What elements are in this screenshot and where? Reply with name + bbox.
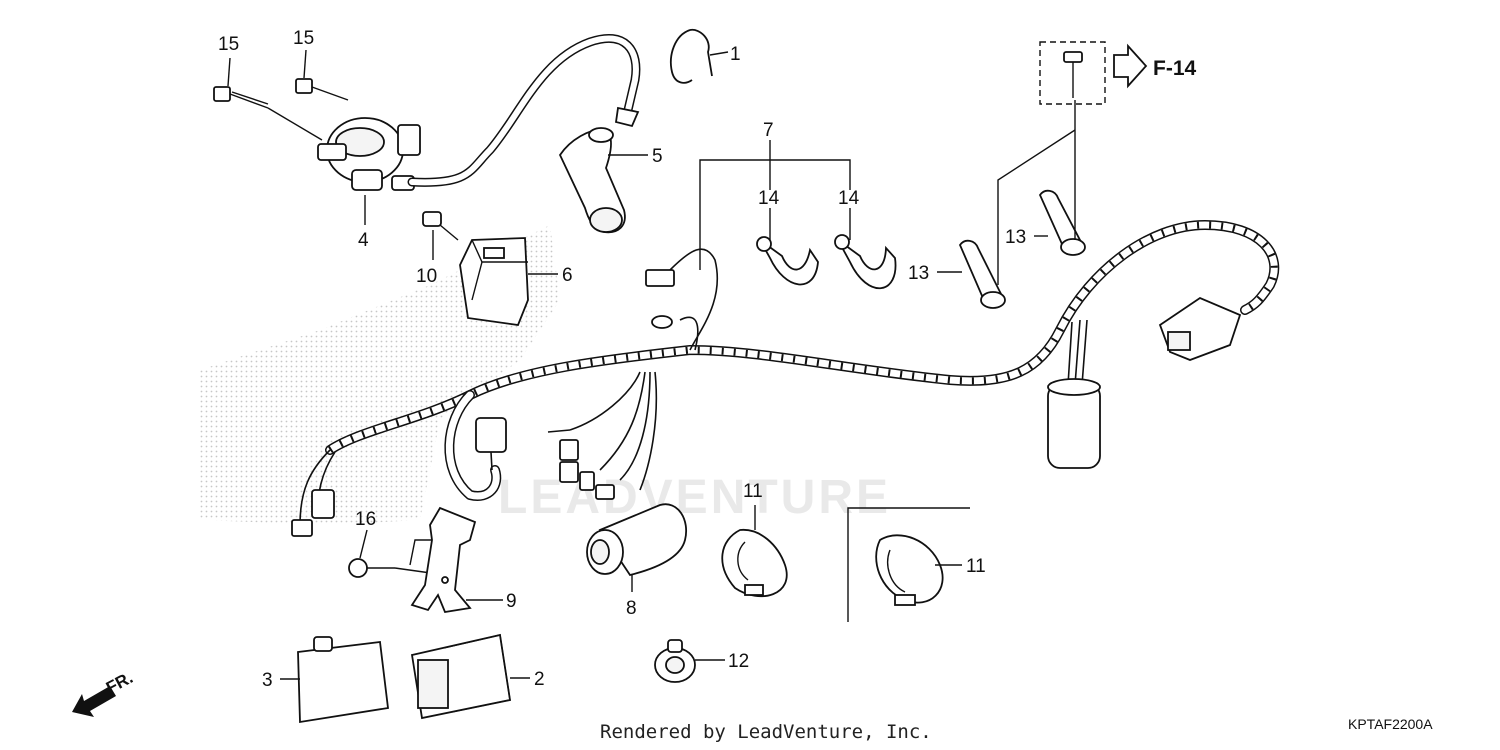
diagram-code: KPTAF2200A <box>1348 716 1433 732</box>
callout-8: 8 <box>626 598 637 619</box>
callout-1: 1 <box>730 44 741 65</box>
callout-10: 10 <box>416 266 437 287</box>
callout-9: 9 <box>506 591 517 612</box>
clamp-14-right <box>834 234 897 290</box>
module-3 <box>297 636 389 724</box>
callout-14-right: 14 <box>838 188 860 209</box>
callout-16: 16 <box>355 509 376 530</box>
callout-6: 6 <box>562 265 573 286</box>
bolt-f14 <box>1063 51 1083 98</box>
reference-arrow-icon <box>1113 43 1148 89</box>
callout-15-right: 15 <box>293 28 314 49</box>
callout-12: 12 <box>728 651 749 672</box>
callout-11-left: 11 <box>743 481 763 502</box>
stay-13-left <box>958 239 1006 309</box>
callout-5: 5 <box>652 146 663 167</box>
watermark: LEADVENTURE <box>498 471 891 524</box>
bolt-15-left <box>213 86 269 109</box>
callout-15-left: 15 <box>218 34 239 55</box>
reference-label: F-14 <box>1153 57 1197 80</box>
callout-14-left: 14 <box>758 188 780 209</box>
ignition-coil <box>317 117 421 191</box>
front-direction-arrow-icon <box>72 686 116 717</box>
module-2 <box>410 633 512 720</box>
clamp-12 <box>654 639 696 683</box>
callout-13-left: 13 <box>908 263 929 284</box>
callout-7: 7 <box>763 120 774 141</box>
rubber-cap-8 <box>586 503 687 577</box>
spark-plug-cap <box>558 127 626 234</box>
bracket-9 <box>410 506 477 614</box>
module-6 <box>459 237 529 326</box>
footer-credit: Rendered by LeadVenture, Inc. <box>600 721 932 743</box>
callout-4: 4 <box>358 230 369 251</box>
bolt-10 <box>422 211 459 241</box>
bolt-16 <box>348 558 395 578</box>
clamp-14-left <box>756 236 819 286</box>
band-11-right <box>875 534 944 606</box>
callout-3: 3 <box>262 670 273 691</box>
wire-clip-1 <box>670 28 713 84</box>
bolt-15-right <box>295 78 349 101</box>
callout-13-right: 13 <box>1005 227 1026 248</box>
band-11-left <box>721 529 788 598</box>
stay-13-right <box>1038 189 1086 256</box>
main-wire-harness <box>291 220 1280 537</box>
callout-2: 2 <box>534 669 545 690</box>
reference-box <box>1039 41 1106 105</box>
callout-11-right: 11 <box>966 556 986 577</box>
